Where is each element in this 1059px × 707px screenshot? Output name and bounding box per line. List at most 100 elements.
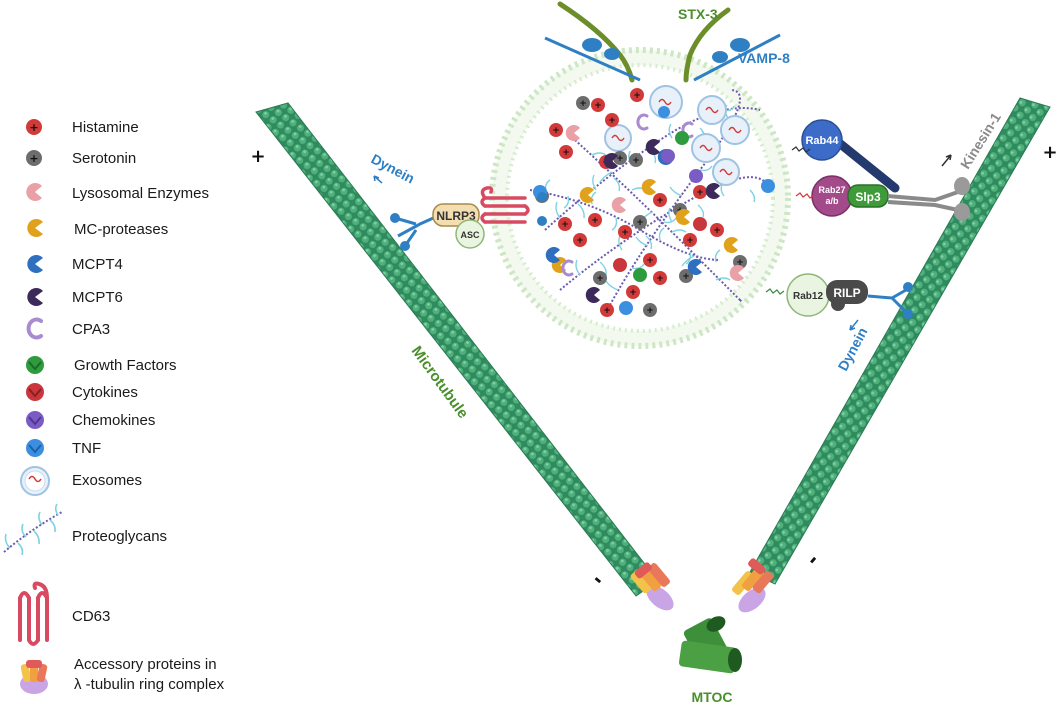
svg-text:+: + xyxy=(596,274,604,284)
exosome-icon xyxy=(697,95,727,125)
plus-end-right: + xyxy=(1042,142,1057,163)
cytokine-icon xyxy=(26,383,44,401)
legend-label-chemokines: Chemokines xyxy=(72,412,155,429)
legend-label-growth-factors: Growth Factors xyxy=(74,357,177,374)
svg-text:+: + xyxy=(591,216,599,226)
gamma-tubulin-ring-left xyxy=(630,562,674,611)
svg-text:+: + xyxy=(576,236,584,246)
legend-label-mcpt4: MCPT4 xyxy=(72,256,123,273)
svg-text:+: + xyxy=(656,274,664,284)
asc-label: ASC xyxy=(460,230,480,240)
cd63-icon xyxy=(480,186,530,224)
growth-factor-icon xyxy=(26,356,44,374)
kinesin-arrow-icon xyxy=(941,154,952,167)
mc-protease-icon xyxy=(27,218,43,237)
rilp-protein xyxy=(826,280,868,311)
mcpt6-icon xyxy=(27,288,43,306)
rab44-label: Rab44 xyxy=(805,135,839,147)
minus-end-left: - xyxy=(588,567,610,591)
legend-label-proteoglycans: Proteoglycans xyxy=(72,528,167,545)
cd63-marker-icon xyxy=(537,192,547,226)
legend-label-tnf: TNF xyxy=(72,440,101,457)
legend-label-cpa3: CPA3 xyxy=(72,321,110,338)
cpa3-icon xyxy=(26,317,43,340)
mcpt6-icon xyxy=(585,139,720,303)
rab27-protein xyxy=(795,175,853,217)
svg-text:+: + xyxy=(608,116,616,126)
svg-text:+: + xyxy=(632,156,640,166)
mtoc-label: MTOC xyxy=(692,689,733,705)
rilp-label: RILP xyxy=(833,286,860,300)
microtubule-right xyxy=(749,97,1051,585)
exosome-icon xyxy=(604,124,632,152)
serotonin-icon: + xyxy=(26,150,42,166)
legend-label-cd63: CD63 xyxy=(72,608,110,625)
legend: + + xyxy=(3,119,225,694)
svg-text:+: + xyxy=(646,256,654,266)
svg-text:+: + xyxy=(29,152,38,165)
lysosomal-enzyme-icon xyxy=(26,182,42,201)
histamine-icon xyxy=(549,88,724,317)
legend-label-serotonin: Serotonin xyxy=(72,150,136,167)
tnf-icon xyxy=(26,439,44,457)
exosome-icon xyxy=(691,133,721,163)
minus-end-right: - xyxy=(800,548,824,570)
plus-end-left: + xyxy=(250,146,265,167)
svg-text:+: + xyxy=(29,121,38,134)
vamp8-label: VAMP-8 xyxy=(738,50,790,66)
cpa3-icon xyxy=(561,113,694,277)
dynein-left-motor xyxy=(390,213,441,251)
gamma-tubulin-ring-icon xyxy=(20,660,48,694)
svg-text:+: + xyxy=(594,101,602,111)
svg-text:+: + xyxy=(629,288,637,298)
tnf-icon xyxy=(533,106,775,315)
mc-protease-icon xyxy=(551,179,738,273)
dynein-right-motor xyxy=(867,282,913,319)
svg-text:+: + xyxy=(552,126,560,136)
stx3-label: STX-3 xyxy=(678,6,718,22)
granule-contents: +++ +++ +++ +++ +++ +++ +++ +++ +++ + xyxy=(533,85,775,317)
histamine-icon: + xyxy=(26,119,42,135)
svg-text:+: + xyxy=(636,218,644,228)
dynein-right-arrow-icon xyxy=(849,319,859,331)
legend-label-cytokines: Cytokines xyxy=(72,384,138,401)
vamp8-protein xyxy=(544,33,781,82)
stx3-protein xyxy=(557,1,731,83)
dynein-left-label: Dynein xyxy=(369,151,418,187)
svg-text:+: + xyxy=(561,220,569,230)
svg-text:+: + xyxy=(633,91,641,101)
legend-label-mc-proteases: MC-proteases xyxy=(74,221,168,238)
lysosomal-enzyme-icon xyxy=(565,124,744,281)
nlrp3-label: NLRP3 xyxy=(436,209,476,223)
exosome-icon xyxy=(649,85,683,119)
dynein-left-arrow-icon xyxy=(373,175,383,184)
exosome-icon xyxy=(20,466,50,496)
mtoc-icon xyxy=(678,616,742,674)
svg-text:+: + xyxy=(736,258,744,268)
kinesin-motor xyxy=(887,177,970,221)
chemokine-icon xyxy=(26,411,44,429)
legend-label-accessory-2: λ -tubulin ring complex xyxy=(74,676,225,693)
gamma-tubulin-ring-right xyxy=(732,558,774,613)
cd63-icon xyxy=(18,581,49,646)
dynein-right-label: Dynein xyxy=(835,325,871,374)
legend-label-exosomes: Exosomes xyxy=(72,472,142,489)
asc-protein xyxy=(455,219,485,249)
svg-text:+: + xyxy=(579,99,587,109)
svg-text:+: + xyxy=(646,306,654,316)
exosome-icon xyxy=(712,158,740,186)
svg-text:+: + xyxy=(616,154,624,164)
legend-label-mcpt6: MCPT6 xyxy=(72,289,123,306)
legend-label-histamine: Histamine xyxy=(72,119,139,136)
exosome-icon xyxy=(720,115,750,145)
svg-text:+: + xyxy=(562,148,570,158)
svg-text:+: + xyxy=(682,272,690,282)
rab44-protein xyxy=(791,119,900,193)
cytokine-icon xyxy=(613,217,707,272)
svg-text:+: + xyxy=(696,188,704,198)
legend-label-lysosomal: Lysosomal Enzymes xyxy=(72,185,209,202)
svg-text:+: + xyxy=(621,228,629,238)
rab27-label-line2: a/b xyxy=(825,196,839,206)
rab12-label: Rab12 xyxy=(793,291,823,302)
rab27-label-line1: Rab27 xyxy=(818,185,845,195)
